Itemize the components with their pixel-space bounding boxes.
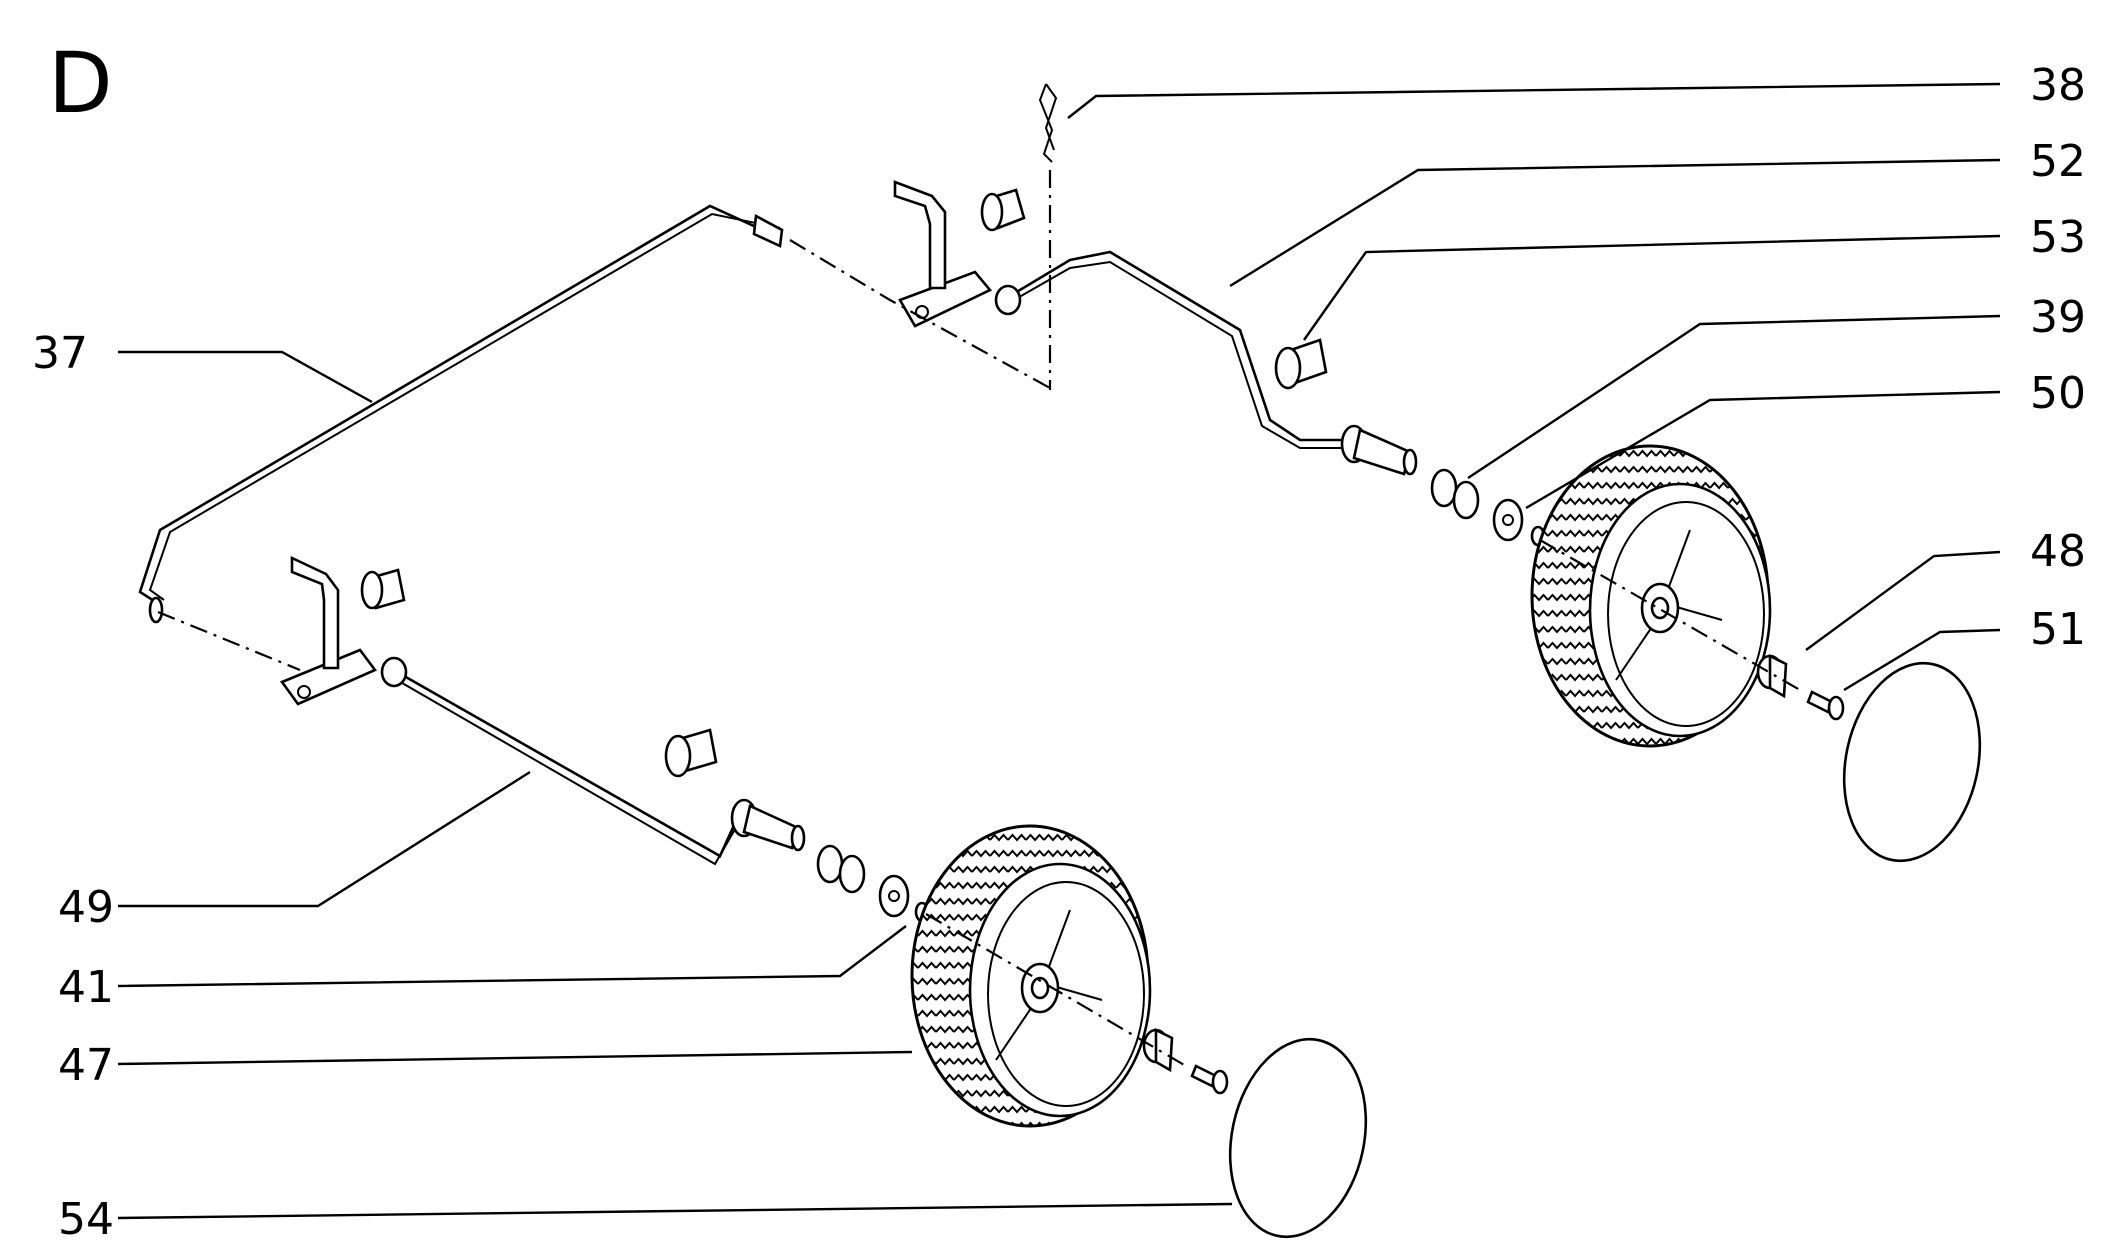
callout-53: 53 bbox=[1303, 212, 2086, 341]
callout-37: 37 bbox=[32, 328, 373, 404]
section-letter: D bbox=[48, 34, 113, 132]
callout-39: 39 bbox=[1467, 292, 2086, 479]
svg-text:51: 51 bbox=[2030, 604, 2086, 655]
front-axle-49 bbox=[389, 666, 771, 866]
callout-50: 50 bbox=[1525, 368, 2086, 510]
washer-39-front bbox=[816, 844, 866, 894]
hub-cap-54-rear bbox=[1842, 661, 1982, 863]
bushing-53-front-upper bbox=[360, 568, 406, 610]
svg-text:48: 48 bbox=[2030, 526, 2086, 577]
callout-51: 51 bbox=[1843, 604, 2086, 692]
wheel-rear bbox=[1530, 444, 1772, 748]
hub-bushing-48-front bbox=[1142, 1027, 1174, 1073]
rear-axle-stub bbox=[1340, 424, 1418, 476]
rear-wheel-axis bbox=[1539, 539, 1801, 691]
rod-front-align-line bbox=[157, 610, 301, 672]
hair-pin-clip-38 bbox=[1038, 83, 1058, 163]
callout-48: 48 bbox=[1805, 526, 2086, 651]
rear-align-line bbox=[789, 239, 1051, 389]
washer-50-front bbox=[878, 874, 930, 923]
svg-text:53: 53 bbox=[2030, 212, 2086, 263]
svg-text:54: 54 bbox=[58, 1194, 114, 1245]
callout-52: 52 bbox=[1229, 136, 2086, 288]
svg-text:50: 50 bbox=[2030, 368, 2086, 419]
svg-text:39: 39 bbox=[2030, 292, 2086, 343]
svg-text:52: 52 bbox=[2030, 136, 2086, 187]
hub-cap-54-front bbox=[1228, 1037, 1368, 1239]
svg-text:47: 47 bbox=[58, 1040, 114, 1091]
bolt-51-front bbox=[1190, 1064, 1229, 1095]
callout-41: 41 bbox=[58, 925, 907, 1013]
callout-54: 54 bbox=[58, 1194, 1233, 1245]
bushing-53-upper bbox=[980, 188, 1026, 232]
washer-39-rear bbox=[1430, 468, 1480, 520]
bolt-51-rear bbox=[1806, 690, 1845, 721]
bushing-53-rear bbox=[1274, 338, 1328, 390]
front-axle-stub bbox=[730, 798, 806, 852]
callout-38: 38 bbox=[1067, 60, 2086, 119]
svg-text:49: 49 bbox=[58, 882, 114, 933]
washer-50-rear bbox=[1492, 498, 1546, 547]
rear-axle-52 bbox=[999, 250, 1350, 449]
callout-49: 49 bbox=[58, 770, 531, 933]
svg-text:37: 37 bbox=[32, 328, 88, 379]
callout-47: 47 bbox=[58, 1040, 913, 1091]
connecting-rod-37 bbox=[138, 204, 784, 624]
bushing-53-front bbox=[664, 728, 718, 778]
hub-bushing-48-rear bbox=[1756, 653, 1788, 699]
front-wheel-axis bbox=[925, 913, 1187, 1067]
svg-text:38: 38 bbox=[2030, 60, 2086, 111]
front-lever-bracket bbox=[279, 555, 408, 706]
svg-text:41: 41 bbox=[58, 962, 114, 1013]
